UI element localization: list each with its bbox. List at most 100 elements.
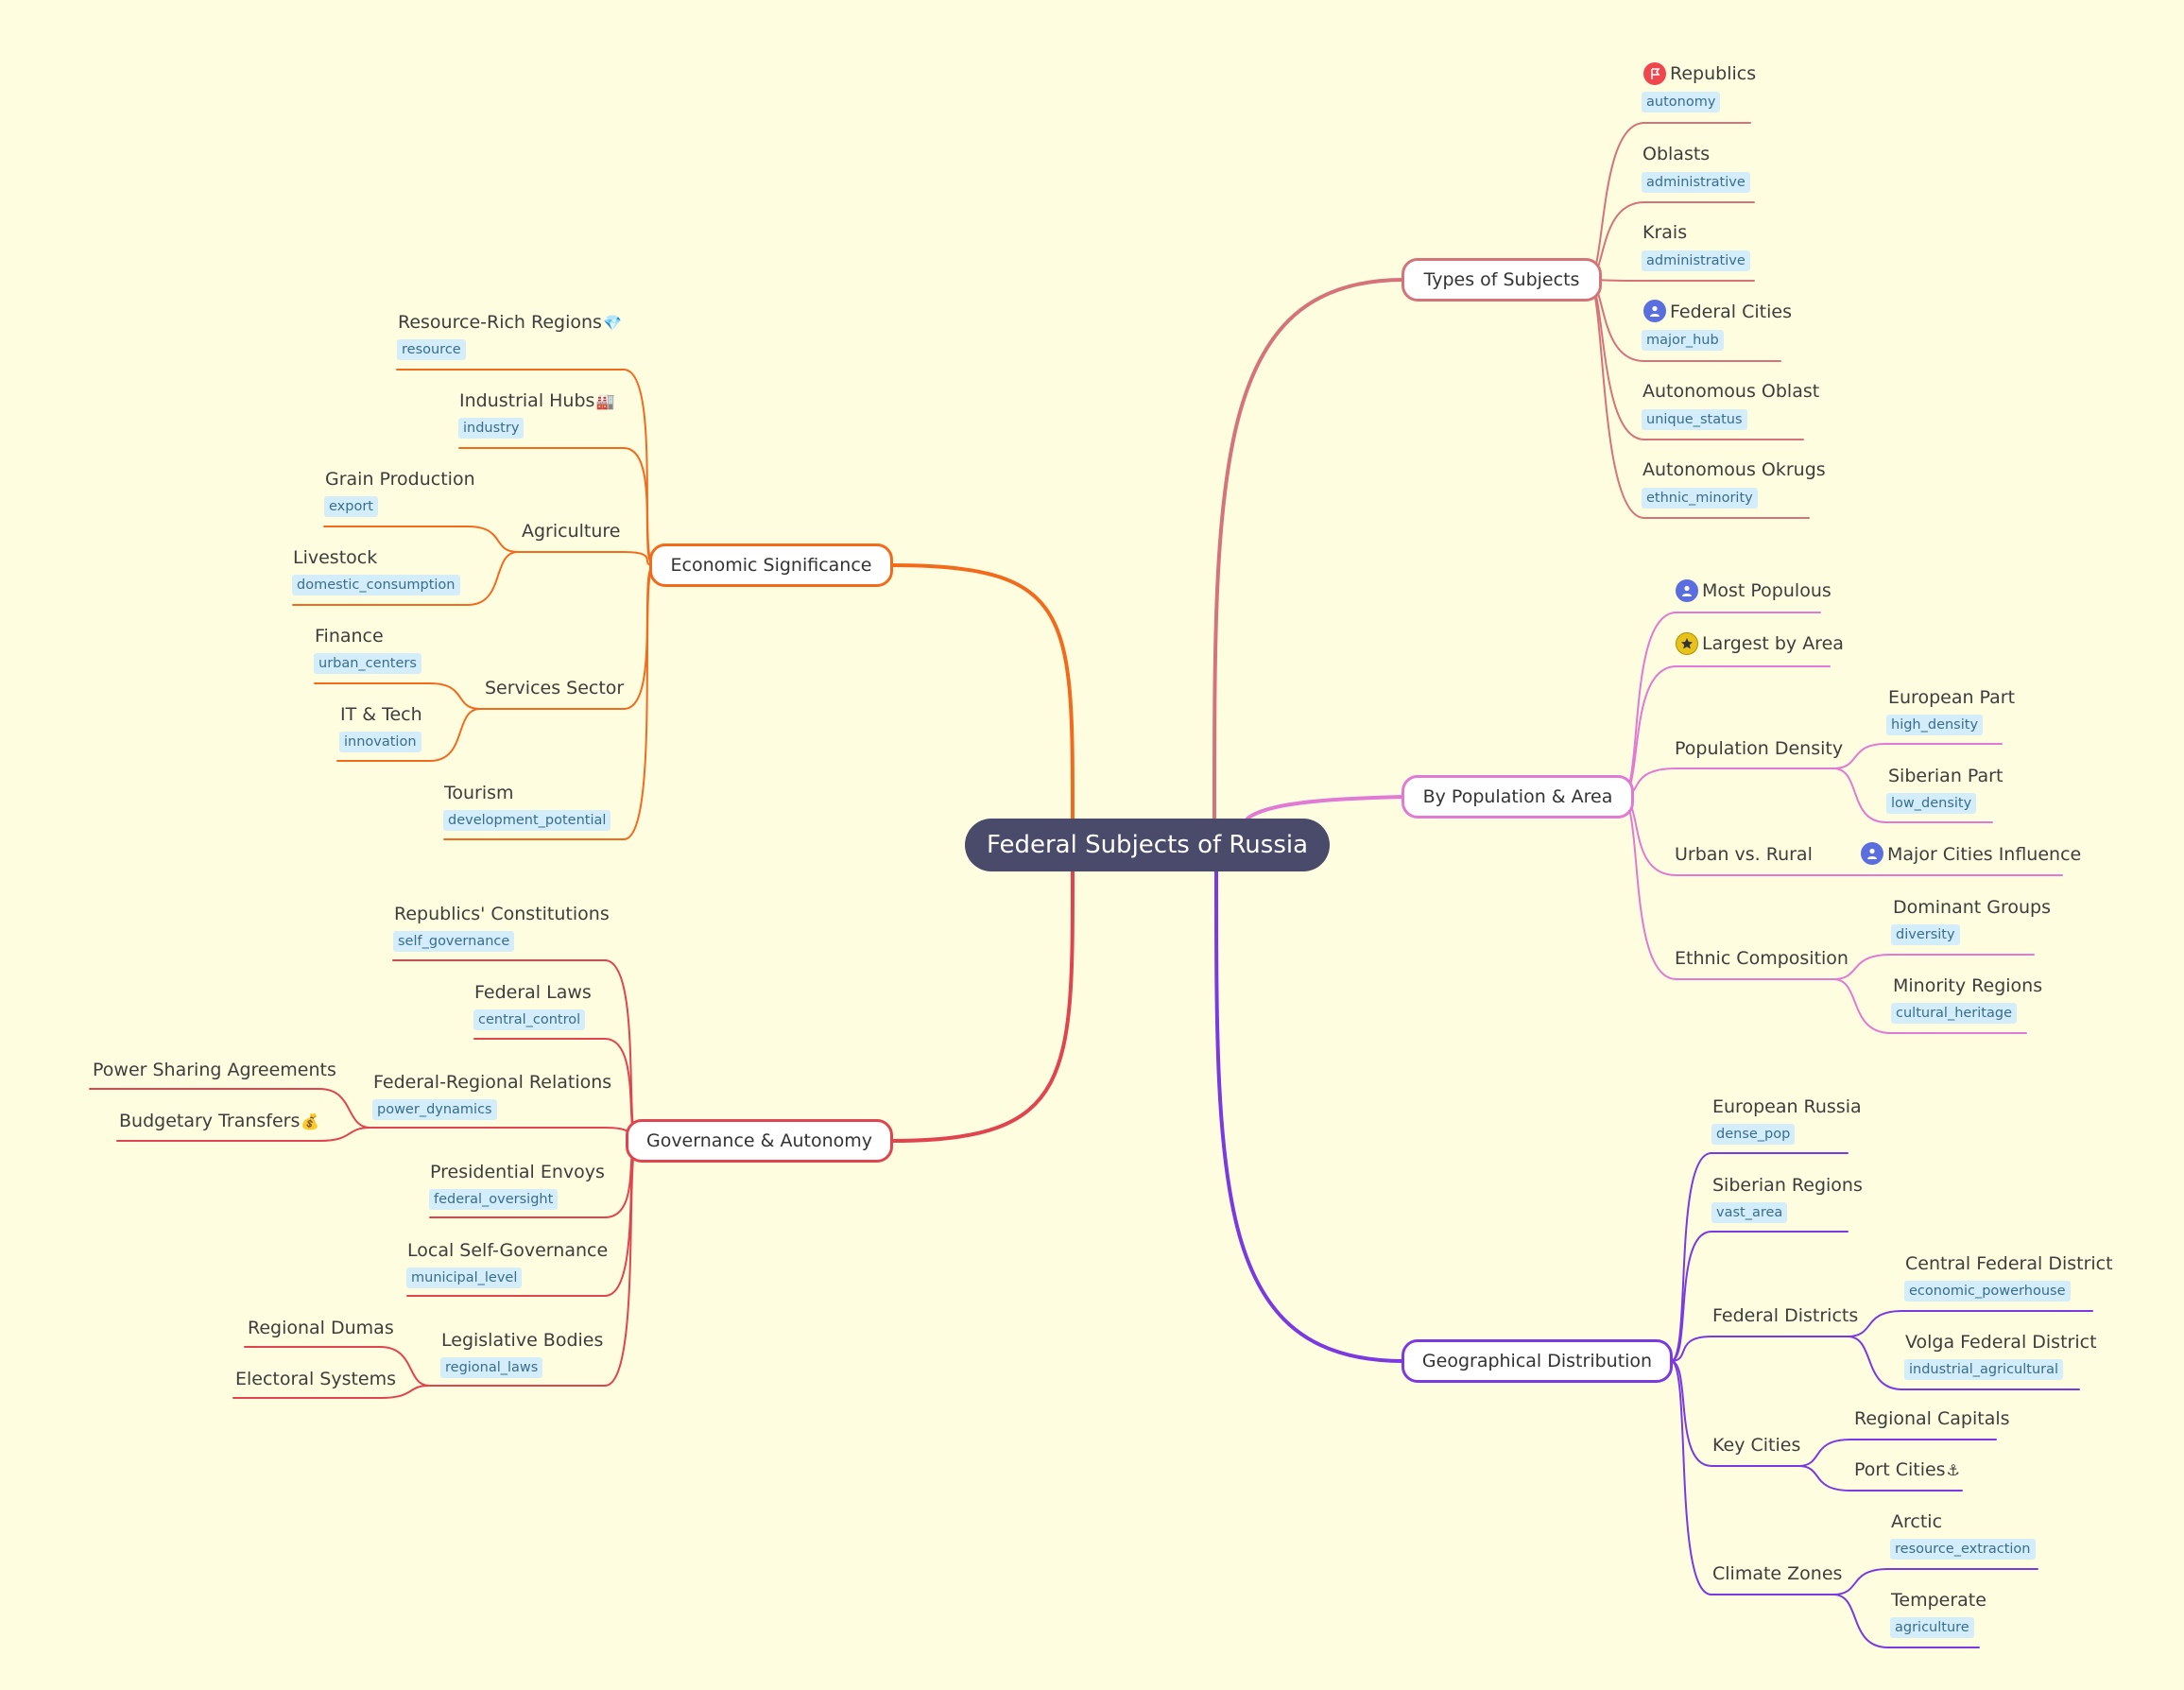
connector-economic bbox=[891, 563, 1075, 820]
vast-area-tag: vast_area bbox=[1711, 1202, 1788, 1223]
anchor-icon: ⚓ bbox=[1946, 1461, 1960, 1479]
agriculture-tag: agriculture bbox=[1890, 1617, 1974, 1638]
municipal-level-tag: municipal_level bbox=[406, 1268, 523, 1288]
budgetary-transfers-label[interactable]: Budgetary Transfers💰 bbox=[119, 1110, 319, 1133]
governance-autonomy-node[interactable]: Governance & Autonomy bbox=[626, 1119, 893, 1163]
urban-rural-label[interactable]: Urban vs. Rural bbox=[1675, 844, 1813, 865]
oblasts-label[interactable]: Oblasts bbox=[1642, 144, 1711, 164]
largest-by-area-label[interactable]: Largest by Area bbox=[1702, 633, 1844, 654]
person-icon bbox=[1643, 300, 1666, 322]
connector-governance bbox=[891, 870, 1075, 1143]
dense-pop-tag: dense_pop bbox=[1711, 1124, 1796, 1145]
connector-population bbox=[1246, 795, 1405, 820]
development-potential-tag: development_potential bbox=[443, 810, 611, 831]
central-control-tag: central_control bbox=[473, 1009, 586, 1030]
local-self-governance-label[interactable]: Local Self-Governance bbox=[407, 1240, 609, 1261]
federal-oversight-tag: federal_oversight bbox=[429, 1189, 559, 1210]
federal-cities-label[interactable]: Federal Cities bbox=[1670, 302, 1792, 322]
types-of-subjects-node[interactable]: Types of Subjects bbox=[1402, 258, 1602, 302]
electoral-systems-label[interactable]: Electoral Systems bbox=[235, 1369, 397, 1389]
industry-tag: industry bbox=[458, 418, 525, 439]
cultural-heritage-tag: cultural_heritage bbox=[1891, 1003, 2017, 1024]
krais-label[interactable]: Krais bbox=[1642, 222, 1688, 243]
regional-dumas-label[interactable]: Regional Dumas bbox=[248, 1318, 394, 1338]
economic-powerhouse-tag: economic_powerhouse bbox=[1904, 1281, 2071, 1302]
administrative-tag: administrative bbox=[1642, 250, 1750, 271]
gem-icon: 💎 bbox=[602, 314, 622, 332]
star-icon bbox=[1676, 632, 1698, 655]
power-sharing-agreements-label[interactable]: Power Sharing Agreements bbox=[93, 1060, 336, 1080]
siberian-regions-label[interactable]: Siberian Regions bbox=[1712, 1175, 1863, 1196]
grain-production-label[interactable]: Grain Production bbox=[325, 469, 475, 490]
economic-significance-node[interactable]: Economic Significance bbox=[649, 543, 893, 587]
ethnic-composition-label[interactable]: Ethnic Composition bbox=[1675, 948, 1849, 969]
urban-centers-tag: urban_centers bbox=[314, 653, 421, 674]
it-tech-label[interactable]: IT & Tech bbox=[340, 704, 422, 725]
siberian-part-label[interactable]: Siberian Part bbox=[1888, 766, 2003, 786]
unique-status-tag: unique_status bbox=[1642, 409, 1747, 430]
diversity-tag: diversity bbox=[1891, 924, 1960, 945]
presidential-envoys-label[interactable]: Presidential Envoys bbox=[430, 1162, 605, 1182]
autonomous-okrugs-label[interactable]: Autonomous Okrugs bbox=[1642, 459, 1826, 480]
domestic-consumption-tag: domestic_consumption bbox=[292, 575, 460, 595]
dominant-groups-label[interactable]: Dominant Groups bbox=[1893, 897, 2052, 918]
money-bag-icon: 💰 bbox=[301, 1112, 320, 1130]
geographical-distribution-node[interactable]: Geographical Distribution bbox=[1402, 1339, 1673, 1383]
factory-icon: 🏭 bbox=[595, 392, 615, 410]
republics-constitutions-label[interactable]: Republics' Constitutions bbox=[394, 904, 610, 924]
temperate-label[interactable]: Temperate bbox=[1891, 1590, 1986, 1611]
high-density-tag: high_density bbox=[1886, 715, 1984, 735]
industrial-agricultural-tag: industrial_agricultural bbox=[1904, 1359, 2064, 1380]
port-cities-label[interactable]: Port Cities⚓ bbox=[1854, 1458, 1960, 1482]
resource-tag: resource bbox=[397, 339, 466, 360]
key-cities-label[interactable]: Key Cities bbox=[1712, 1435, 1801, 1456]
federal-regional-relations-label[interactable]: Federal-Regional Relations bbox=[373, 1072, 612, 1093]
agriculture-label[interactable]: Agriculture bbox=[522, 521, 621, 542]
low-density-tag: low_density bbox=[1886, 793, 1977, 814]
federal-laws-label[interactable]: Federal Laws bbox=[474, 982, 592, 1003]
autonomy-tag: autonomy bbox=[1642, 92, 1721, 112]
industrial-hubs-text: Industrial Hubs bbox=[459, 390, 595, 411]
power-dynamics-tag: power_dynamics bbox=[372, 1099, 497, 1120]
resource-extraction-tag: resource_extraction bbox=[1890, 1539, 2036, 1560]
self-governance-tag: self_governance bbox=[393, 931, 515, 952]
major-hub-tag: major_hub bbox=[1642, 330, 1724, 351]
ethnic-minority-tag: ethnic_minority bbox=[1642, 488, 1758, 509]
regional-capitals-label[interactable]: Regional Capitals bbox=[1854, 1408, 2010, 1429]
minority-regions-label[interactable]: Minority Regions bbox=[1893, 975, 2043, 996]
root-node[interactable]: Federal Subjects of Russia bbox=[965, 819, 1330, 871]
legislative-bodies-label[interactable]: Legislative Bodies bbox=[441, 1330, 604, 1351]
climate-zones-label[interactable]: Climate Zones bbox=[1712, 1563, 1843, 1584]
services-sector-label[interactable]: Services Sector bbox=[485, 678, 625, 698]
population-density-label[interactable]: Population Density bbox=[1675, 738, 1844, 759]
population-area-node[interactable]: By Population & Area bbox=[1402, 775, 1634, 819]
budgetary-transfers-text: Budgetary Transfers bbox=[119, 1111, 301, 1131]
regional-laws-tag: regional_laws bbox=[440, 1357, 543, 1378]
european-part-label[interactable]: European Part bbox=[1888, 687, 2016, 708]
major-cities-influence-label[interactable]: Major Cities Influence bbox=[1887, 844, 2082, 865]
connector-geography bbox=[1214, 870, 1405, 1363]
innovation-tag: innovation bbox=[339, 732, 421, 752]
flag-icon bbox=[1643, 62, 1666, 85]
person-icon bbox=[1676, 579, 1698, 602]
most-populous-label[interactable]: Most Populous bbox=[1702, 580, 1831, 601]
federal-districts-label[interactable]: Federal Districts bbox=[1712, 1305, 1859, 1326]
connector-types bbox=[1212, 278, 1405, 820]
resource-rich-regions-text: Resource-Rich Regions bbox=[398, 312, 602, 333]
arctic-label[interactable]: Arctic bbox=[1891, 1511, 1943, 1532]
resource-rich-regions-label[interactable]: Resource-Rich Regions💎 bbox=[398, 311, 622, 335]
european-russia-label[interactable]: European Russia bbox=[1712, 1096, 1862, 1117]
port-cities-text: Port Cities bbox=[1854, 1459, 1946, 1480]
industrial-hubs-label[interactable]: Industrial Hubs🏭 bbox=[459, 389, 614, 413]
livestock-label[interactable]: Livestock bbox=[293, 547, 378, 568]
volga-federal-district-label[interactable]: Volga Federal District bbox=[1905, 1332, 2097, 1353]
tourism-label[interactable]: Tourism bbox=[444, 783, 514, 803]
export-tag: export bbox=[324, 496, 378, 517]
finance-label[interactable]: Finance bbox=[315, 626, 384, 647]
autonomous-oblast-label[interactable]: Autonomous Oblast bbox=[1642, 381, 1820, 402]
republics-label[interactable]: Republics bbox=[1670, 63, 1757, 84]
person-icon bbox=[1861, 842, 1883, 865]
administrative-tag: administrative bbox=[1642, 172, 1750, 193]
central-federal-district-label[interactable]: Central Federal District bbox=[1905, 1253, 2113, 1274]
